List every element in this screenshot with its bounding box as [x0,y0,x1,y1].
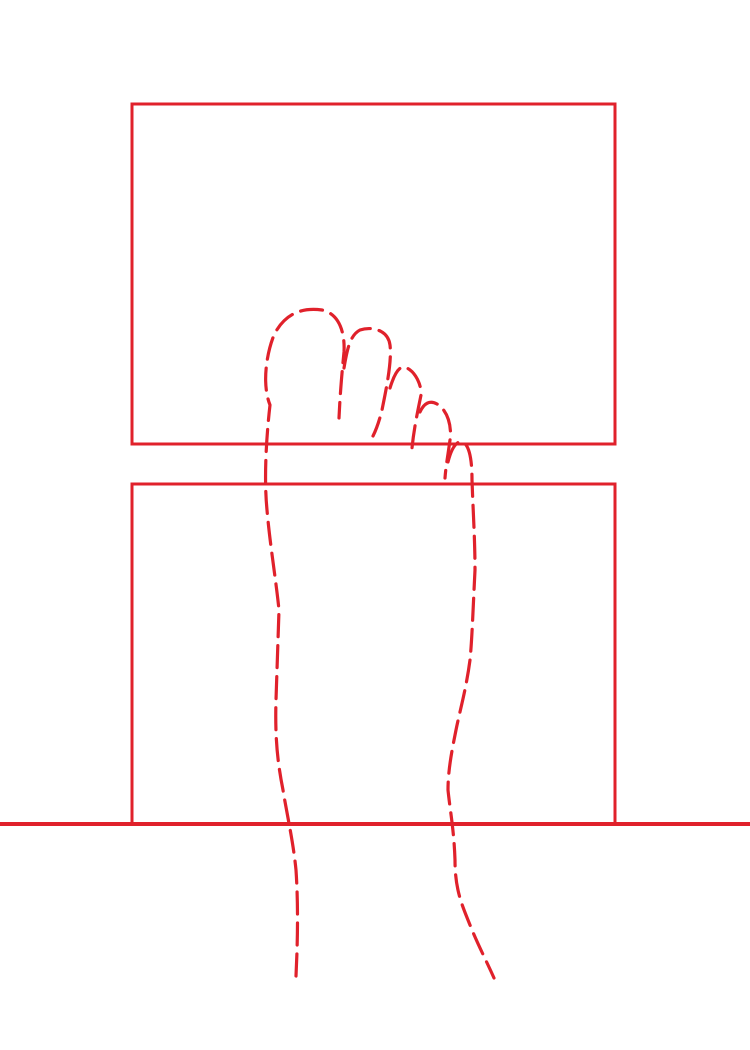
foot-outline-toe-3 [388,365,423,450]
foot-outline-toe-2 [342,326,392,438]
foot-outline-left [263,307,346,978]
foot-outline-right [446,440,496,980]
foot-outline-toe-4 [418,400,453,480]
lower-box [130,482,617,823]
upper-box [130,102,617,446]
